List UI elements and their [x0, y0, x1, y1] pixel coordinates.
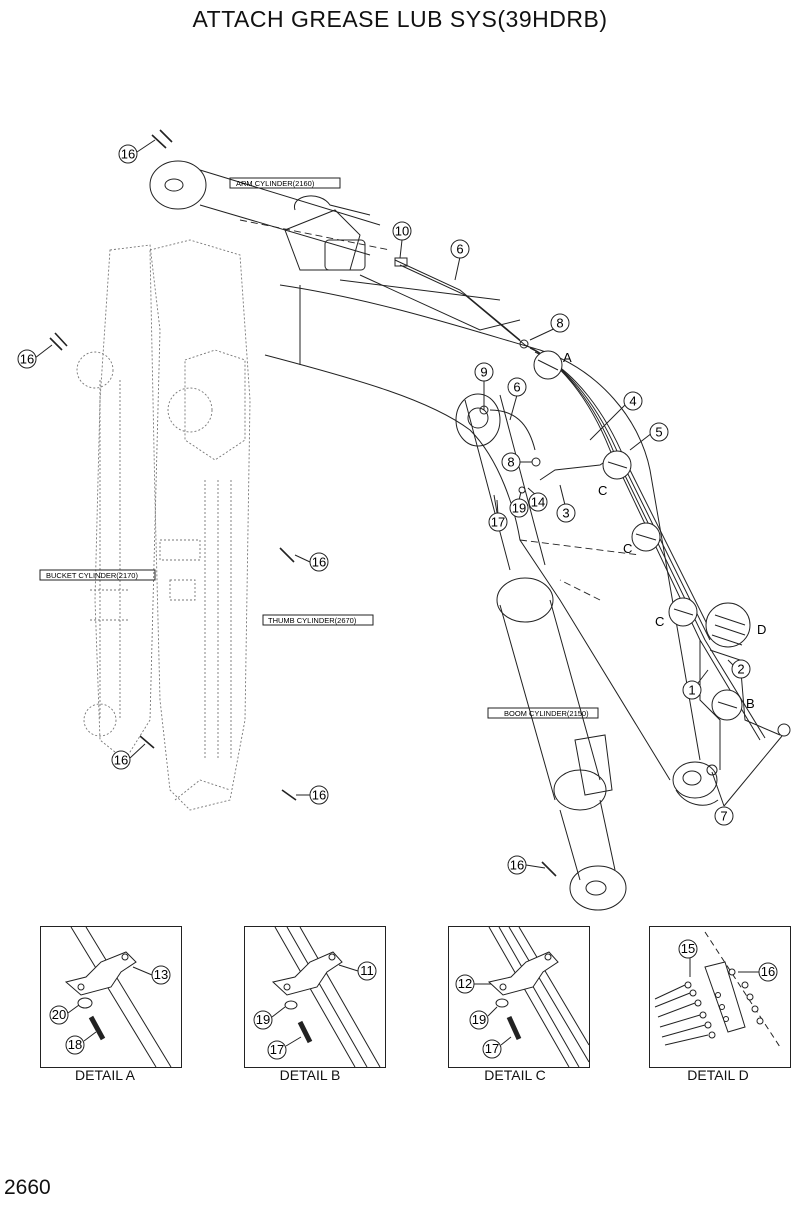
svg-text:19: 19: [512, 501, 526, 516]
callout: 16: [118, 144, 138, 164]
leader-lines: [34, 139, 783, 869]
page-title: ATTACH GREASE LUB SYS(39HDRB): [192, 6, 608, 32]
detail-letters: A C C C D B: [563, 350, 766, 711]
part-callout: 17: [485, 1041, 499, 1056]
cylinder-labels: ARM CYLINDER(2160) BUCKET CYLINDER(2170)…: [39, 177, 599, 719]
svg-text:A: A: [563, 350, 572, 365]
detail-markers: [533, 350, 751, 721]
callout: 16: [17, 349, 37, 369]
callout: 8: [550, 313, 570, 333]
thumb-cylinder-label: THUMB CYLINDER(2670): [268, 616, 357, 625]
page-number: 2660: [4, 1176, 51, 1199]
svg-text:C: C: [623, 541, 632, 556]
callout: 5: [649, 422, 669, 442]
bucket-cylinder-label: BUCKET CYLINDER(2170): [46, 571, 138, 580]
svg-text:5: 5: [655, 425, 662, 440]
part-callout: 16: [761, 964, 775, 979]
part-callout: 19: [256, 1012, 270, 1027]
callout: 10: [392, 221, 412, 241]
svg-text:8: 8: [556, 316, 563, 331]
callout: 16: [309, 785, 329, 805]
svg-text:1: 1: [688, 683, 695, 698]
svg-text:3: 3: [562, 506, 569, 521]
callout: 4: [623, 391, 643, 411]
detail-c-label: DETAIL C: [484, 1067, 546, 1083]
svg-text:10: 10: [395, 224, 409, 239]
svg-text:16: 16: [312, 555, 326, 570]
detail-a-box: 13 20 18: [40, 926, 182, 1068]
part-callout: 19: [472, 1012, 486, 1027]
detail-a-label: DETAIL A: [75, 1067, 135, 1083]
svg-text:14: 14: [531, 495, 545, 510]
svg-text:4: 4: [629, 394, 636, 409]
detail-b-label: DETAIL B: [279, 1067, 341, 1083]
callout: 6: [450, 239, 470, 259]
boom-structure: [264, 274, 719, 806]
svg-text:2: 2: [737, 662, 744, 677]
svg-text:C: C: [655, 614, 664, 629]
callout: 8: [501, 452, 521, 472]
callout: 17: [488, 512, 508, 532]
svg-text:8: 8: [507, 455, 514, 470]
callout: 16: [507, 855, 527, 875]
arm-cylinder-label: ARM CYLINDER(2160): [236, 179, 315, 188]
callout: 19: [509, 498, 529, 518]
grease-fitting-icons: [49, 129, 557, 877]
callout-bubbles: 16 16 16 16 16 16 10 6 8 9 6 8 4 5 14 3 …: [17, 144, 751, 875]
svg-text:17: 17: [491, 515, 505, 530]
callout: 16: [309, 552, 329, 572]
part-callout: 15: [681, 941, 695, 956]
part-callout: 12: [458, 976, 472, 991]
callout: 16: [111, 750, 131, 770]
svg-text:C: C: [598, 483, 607, 498]
callout: 6: [507, 377, 527, 397]
callout: 3: [556, 503, 576, 523]
detail-c-box: 12 19 17: [448, 926, 590, 1068]
svg-text:9: 9: [480, 365, 487, 380]
callout: 1: [682, 680, 702, 700]
part-callout: 18: [68, 1037, 82, 1052]
svg-text:16: 16: [20, 352, 34, 367]
callout: 9: [474, 362, 494, 382]
part-callout: 13: [154, 967, 168, 982]
part-callout: 11: [360, 963, 374, 978]
svg-text:16: 16: [121, 147, 135, 162]
detail-d-label: DETAIL D: [687, 1067, 749, 1083]
svg-text:D: D: [757, 622, 766, 637]
svg-text:16: 16: [510, 858, 524, 873]
callout: 14: [528, 492, 548, 512]
arm-structure-ghost: [76, 239, 251, 811]
svg-text:16: 16: [114, 753, 128, 768]
svg-text:16: 16: [312, 788, 326, 803]
callout: 2: [731, 659, 751, 679]
detail-d-box: 15 16: [649, 926, 791, 1068]
detail-b-box: 11 19 17: [244, 926, 386, 1068]
callout: 7: [714, 806, 734, 826]
svg-text:6: 6: [513, 380, 520, 395]
svg-text:7: 7: [720, 809, 727, 824]
part-callout: 17: [270, 1042, 284, 1057]
boom-cylinder-label: BOOM CYLINDER(2150): [504, 709, 589, 718]
part-callout: 20: [52, 1007, 66, 1022]
arm-cylinder: [149, 160, 391, 271]
svg-text:6: 6: [456, 242, 463, 257]
svg-text:B: B: [746, 696, 755, 711]
boom-cylinder: [455, 393, 627, 911]
